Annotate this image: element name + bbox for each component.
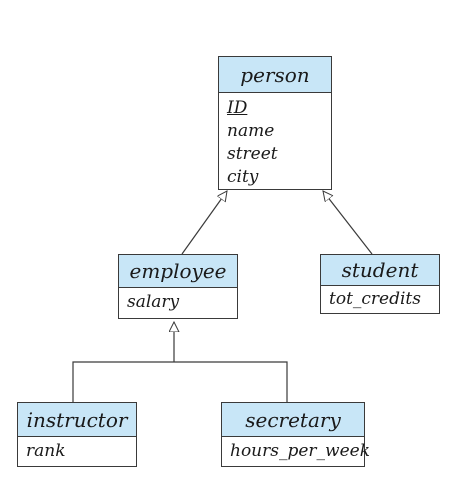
entity-instructor-attributes: rank: [18, 437, 136, 469]
attr-id: ID: [227, 98, 248, 118]
entity-student-attributes: tot_credits: [321, 286, 439, 317]
instructor-branch-line: [72, 361, 174, 402]
attr-tot-credits: tot_credits: [329, 289, 421, 309]
attr-city: city: [227, 167, 259, 187]
attr-salary: salary: [127, 292, 180, 312]
entity-employee-name: employee: [119, 255, 237, 288]
entity-secretary-name: secretary: [222, 403, 364, 437]
entity-employee-attributes: salary: [119, 288, 237, 320]
attr-rank: rank: [26, 441, 66, 461]
employee-to-person-arrow: [181, 191, 227, 255]
entity-instructor-name: instructor: [18, 403, 136, 437]
entity-instructor: instructor rank: [17, 402, 137, 467]
secretary-branch-line: [174, 361, 288, 402]
entity-secretary: secretary hours_per_week: [221, 402, 371, 469]
attr-street: street: [227, 144, 278, 164]
entity-employee: employee salary: [118, 254, 238, 319]
entity-person-attributes: ID name street city: [219, 93, 331, 195]
entity-student-name: student: [321, 255, 439, 286]
attr-name: name: [227, 121, 275, 141]
entity-student: student tot_credits: [320, 254, 440, 314]
student-to-person-arrow: [323, 191, 373, 255]
attr-hours-per-week: hours_per_week: [230, 441, 371, 461]
entity-person: person ID name street city: [218, 56, 332, 190]
entity-person-name: person: [219, 57, 331, 93]
entity-secretary-attributes: hours_per_week: [222, 437, 371, 469]
